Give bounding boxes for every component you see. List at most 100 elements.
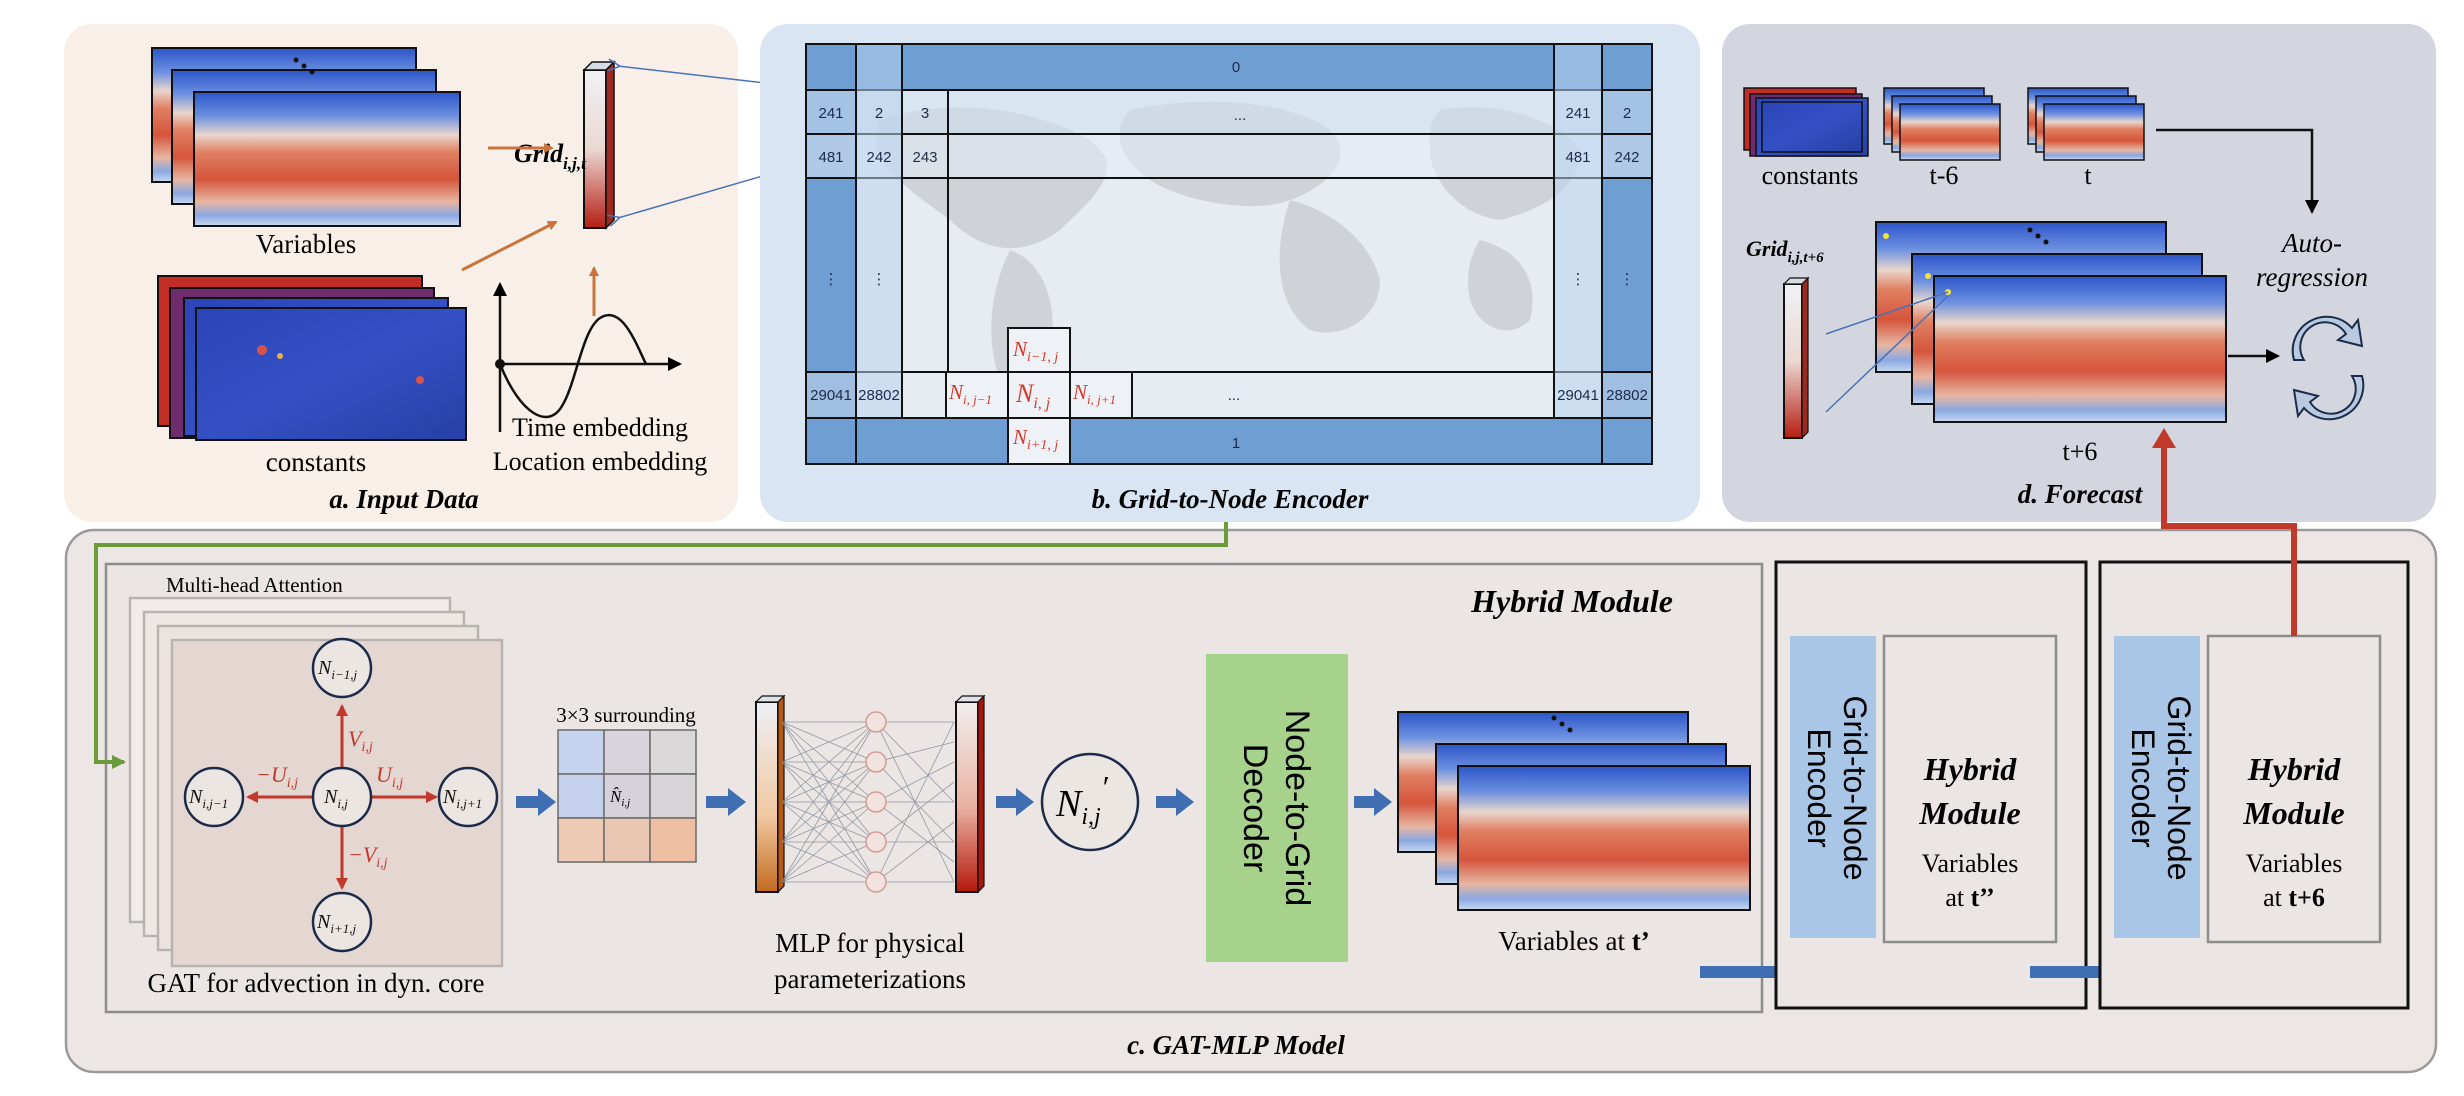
arrow-to-block1: [1700, 954, 1808, 990]
gat-graph: Ni−1,j Ni,j Ni+1,j Ni,j−1 Ni,j+1 Vi,j −V…: [183, 637, 499, 953]
constants-maps: [157, 275, 467, 441]
variables-at-t-prime: Variables at t’: [1498, 926, 1649, 956]
cell-n-bottom: Ni+1, j: [1012, 425, 1058, 453]
block1-encoder: [1790, 636, 1876, 938]
cell-2-right: 2: [1623, 105, 1631, 122]
mha-label: Multi-head Attention: [166, 573, 343, 597]
cell-242-left: 242: [866, 149, 891, 166]
node-top: [311, 637, 373, 699]
decoder-label-2: Decoder: [1236, 744, 1274, 873]
svg-text:Vi,j: Vi,j: [348, 726, 373, 755]
arrow-to-block2: [2030, 954, 2134, 990]
panel-b-caption: b. Grid-to-Node Encoder: [1092, 484, 1369, 514]
svg-text:−Vi,j: −Vi,j: [348, 842, 388, 871]
cell-481-left: 481: [818, 149, 843, 166]
cell-3: 3: [921, 105, 929, 122]
block1-hybrid-label-2: Module: [1918, 795, 2020, 831]
arrow-constants-to-grid: [461, 220, 558, 272]
dots-col3: ⋮: [1571, 271, 1586, 288]
decoder-label-1: Node-to-Grid: [1278, 710, 1316, 907]
hybrid-module-title: Hybrid Module: [1470, 583, 1673, 619]
constants-label: constants: [266, 447, 367, 477]
node-bottom: [311, 891, 373, 953]
cell-n-left: Ni, j−1: [948, 380, 992, 407]
cell-28802-left: 28802: [858, 387, 900, 404]
autoregression-label-1: Auto-: [2280, 228, 2342, 258]
dots-col2: ⋮: [872, 271, 887, 288]
panel-b-grid-to-node-encoder: 0 1 241 2 3 ... 241 2 481 242 243 481 24…: [760, 24, 1700, 522]
block2-encoder-label-2: Encoder: [2125, 728, 2161, 848]
svg-text:Ni,j: Ni,j: [323, 786, 348, 811]
surround-grid: [557, 729, 697, 863]
t-label: t: [2084, 161, 2092, 190]
block1-hybrid: [1882, 634, 2058, 944]
arrow-surround-to-mlp: [706, 788, 746, 816]
arrow-gat-to-surround: [516, 788, 556, 816]
svg-text:Ni,j+1: Ni,j+1: [442, 786, 482, 811]
node-to-grid-decoder: [1206, 654, 1348, 962]
panel-d-forecast: constants t-6 t Auto- regression t+6 Gri…: [1722, 24, 2436, 522]
block2-vars-label-1: Variables: [2246, 849, 2343, 878]
block2-hybrid-label-1: Hybrid: [2247, 751, 2341, 787]
node-center: [311, 766, 373, 828]
arrow-mlp-to-node: [996, 788, 1034, 816]
gat-caption: GAT for advection in dyn. core: [148, 968, 485, 998]
variables-label: Variables: [256, 229, 356, 259]
cell-481-right: 481: [1565, 149, 1590, 166]
cell-29041-right: 29041: [1557, 387, 1599, 404]
block2-hybrid: [2206, 634, 2382, 944]
index-bottom: 1: [1232, 435, 1240, 452]
mlp-caption-2: parameterizations: [774, 964, 966, 994]
cell-28802-right: 28802: [1606, 387, 1648, 404]
cycle-icon: [2291, 315, 2365, 421]
cell-243: 243: [912, 149, 937, 166]
index-top: 0: [1232, 59, 1240, 76]
block1-encoder-label-2: Encoder: [1801, 728, 1837, 848]
variables-maps: [151, 47, 461, 227]
dots-col1: ⋮: [824, 271, 839, 288]
panel-c-caption: c. GAT-MLP Model: [1127, 1030, 1345, 1060]
block1-vars-label-1: Variables: [1922, 849, 2019, 878]
forecast-grid-bar: [1783, 283, 1803, 439]
block1-encoder-label-1: Grid-to-Node: [1837, 696, 1873, 881]
block2-encoder-label-1: Grid-to-Node: [2161, 696, 2197, 881]
arrow-node-to-decoder: [1156, 788, 1194, 816]
surround-center-label: N̂i,j: [609, 787, 630, 809]
block1-vars-label-2: at t’’: [1945, 883, 1994, 912]
row1-ellipsis: ...: [1234, 107, 1247, 124]
arrow-decoder-to-vars: [1354, 788, 1392, 816]
mlp-network: [754, 694, 986, 894]
cell-241-right: 241: [1565, 105, 1590, 122]
cell-n-right: Ni, j+1: [1072, 380, 1116, 407]
svg-text:Ni−1,j: Ni−1,j: [317, 657, 357, 682]
updated-node-label: Ni,j′: [1055, 769, 1109, 830]
node-left: [183, 766, 245, 828]
svg-text:Ui,j: Ui,j: [376, 762, 403, 791]
grid-vector-bar: [583, 69, 607, 229]
red-arrow-to-forecast: [2161, 438, 2297, 636]
node-right: [437, 766, 499, 828]
cell-n-center: Ni, j: [1015, 379, 1051, 412]
t-plus-6-label: t+6: [2063, 437, 2098, 466]
t-minus-6-label: t-6: [1930, 161, 1959, 190]
time-embedding-label: Time embedding: [512, 413, 688, 442]
panel-a-caption: a. Input Data: [329, 484, 478, 514]
surround-label: 3×3 surrounding: [556, 703, 696, 727]
svg-text:Ni,j−1: Ni,j−1: [188, 786, 228, 811]
cell-241-left: 241: [818, 105, 843, 122]
grid-label-d: Gridi,j,t+6: [1746, 236, 1824, 266]
block2-encoder: [2114, 636, 2200, 938]
svg-text:Ni+1,j: Ni+1,j: [316, 911, 356, 936]
block2-hybrid-label-2: Module: [2242, 795, 2344, 831]
panel-c-gat-mlp-model: Hybrid Module Multi-head Attention Ni−1,…: [64, 428, 2438, 1074]
autoregression-arrow: [2156, 128, 2319, 214]
location-embedding-label: Location embedding: [493, 447, 707, 476]
svg-text:−Ui,j: −Ui,j: [256, 762, 298, 791]
autoregression-label-2: regression: [2256, 262, 2368, 292]
panel-d-caption: d. Forecast: [2018, 479, 2144, 509]
cell-2-left: 2: [875, 105, 883, 122]
updated-node: [1040, 752, 1140, 852]
mlp-caption-1: MLP for physical: [775, 928, 964, 958]
forecast-constants-label: constants: [1762, 161, 1859, 190]
block2-vars-label-2: at t+6: [2263, 883, 2325, 912]
